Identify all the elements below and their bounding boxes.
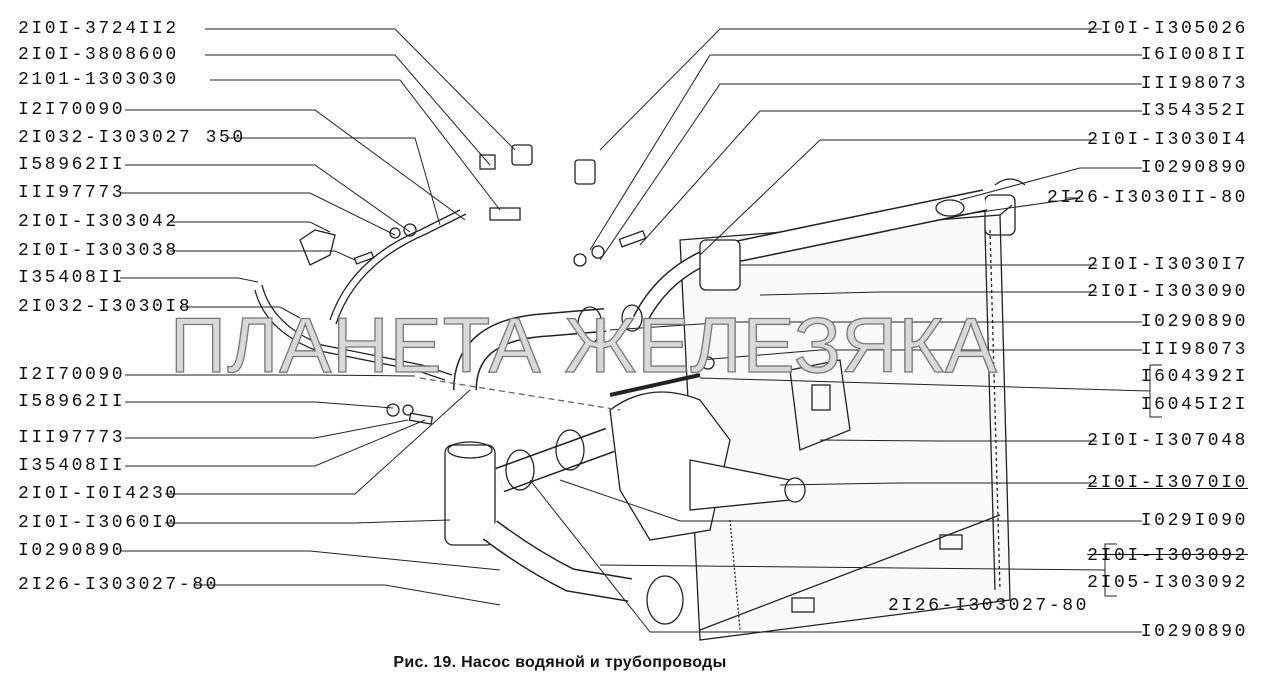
left-leader-line	[225, 137, 441, 226]
right-part-label: I604392I	[1140, 367, 1248, 387]
inner-part-label: 2I26-I303027-80	[888, 596, 1090, 616]
right-leader-line	[599, 28, 1102, 151]
right-part-label: 2I0I-I3030I4	[1087, 130, 1248, 150]
water-pump	[495, 359, 851, 541]
right-part-label: I029I090	[1140, 511, 1248, 531]
right-leader-line	[589, 54, 1142, 251]
right-part-label: 2I0I-I305026	[1087, 19, 1248, 39]
left-part-label: 2I0I-3724II2	[18, 19, 179, 39]
right-part-label: I0290890	[1140, 312, 1248, 332]
radiator	[679, 178, 1026, 641]
right-leader-line	[759, 291, 1097, 296]
left-part-label: 2I032-I303027 350	[18, 128, 246, 148]
left-leader-line	[125, 419, 426, 467]
left-part-label: 2I0I-I0I4230	[18, 484, 179, 504]
left-part-label: 2101-1303030	[18, 70, 179, 90]
left-part-label: 2I0I-I3060I0	[18, 513, 179, 533]
right-leader-line	[779, 482, 1097, 486]
right-part-label: 2I05-I303092	[1087, 573, 1248, 593]
right-leader-line	[699, 377, 1151, 392]
left-leader-line	[125, 419, 409, 439]
right-leader-line	[819, 439, 1097, 442]
fittings	[353, 144, 715, 425]
left-part-label: III97773	[18, 183, 126, 203]
left-leader-line	[170, 250, 356, 261]
left-leader-line	[195, 584, 501, 606]
right-part-label: I6045I2I	[1140, 395, 1248, 415]
left-leader-line	[120, 192, 396, 236]
left-leader-line	[205, 54, 491, 166]
right-part-label: III98073	[1140, 74, 1248, 94]
left-leader-line	[180, 306, 301, 319]
right-leader-line	[959, 197, 1081, 216]
left-part-label: 2I0I-I303042	[18, 212, 179, 232]
right-part-label: I354352I	[1140, 101, 1248, 121]
left-part-label: I35408II	[18, 456, 126, 476]
left-leader-line	[125, 109, 466, 221]
left-leader-line	[120, 550, 501, 571]
left-leader-line	[170, 221, 331, 233]
left-leader-line	[165, 389, 471, 495]
right-leader-line	[699, 139, 1097, 256]
watermark: ПЛАНЕТА ЖЕЛЕЗЯКА	[169, 300, 998, 389]
left-part-label: III97773	[18, 428, 126, 448]
metal-pipe	[254, 209, 467, 381]
right-part-label: I0290890	[1140, 622, 1248, 642]
left-part-label: 2I032-I3030I8	[18, 297, 193, 317]
right-part-label: 2I0I-I3070I0	[1087, 473, 1248, 493]
right-leader-line	[599, 83, 1142, 261]
left-leader-line	[205, 28, 516, 151]
left-part-label: I58962II	[18, 392, 126, 412]
figure-caption: Рис. 19. Насос водяной и трубопроводы	[393, 654, 727, 671]
left-leader-line	[210, 79, 501, 211]
left-part-label: 2I0I-I303038	[18, 241, 179, 261]
right-part-label: 2I0I-I307048	[1087, 431, 1248, 451]
right-leader-line	[699, 349, 1142, 361]
left-part-label: 2I26-I303027-80	[18, 575, 220, 595]
right-part-label: III98073	[1140, 340, 1248, 360]
right-leader-line	[559, 479, 1142, 522]
left-part-label: 2I0I-3808600	[18, 45, 179, 65]
upper-hose	[621, 189, 988, 332]
right-part-label: 2I26-I3030II-80	[1046, 188, 1248, 208]
right-part-label: 2I0I-I303090	[1087, 282, 1248, 302]
right-leader-line	[639, 110, 1142, 246]
leader-lines	[120, 28, 1162, 633]
left-part-label: I2I70090	[18, 365, 126, 385]
right-part-label: 2I0I-I3030I7	[1087, 255, 1248, 275]
left-part-label: I35408II	[18, 268, 126, 288]
right-leader-line	[599, 564, 1106, 571]
left-leader-line	[125, 374, 416, 377]
bypass-hose	[453, 306, 606, 391]
left-leader-line	[165, 519, 451, 524]
axis-line	[419, 377, 621, 411]
right-part-label: 2I0I-I303092	[1087, 546, 1248, 566]
left-part-label: I2I70090	[18, 100, 126, 120]
thermostat	[444, 441, 684, 625]
left-leader-line	[125, 164, 411, 233]
right-part-label: I6I008II	[1140, 45, 1248, 65]
right-leader-line	[609, 321, 1142, 331]
left-leader-line	[125, 401, 394, 409]
right-leader-line	[529, 479, 1142, 633]
left-part-label: I0290890	[18, 541, 126, 561]
right-part-label: I0290890	[1140, 158, 1248, 178]
right-leader-line	[959, 167, 1142, 201]
left-leader-line	[120, 277, 259, 283]
left-part-label: I58962II	[18, 155, 126, 175]
